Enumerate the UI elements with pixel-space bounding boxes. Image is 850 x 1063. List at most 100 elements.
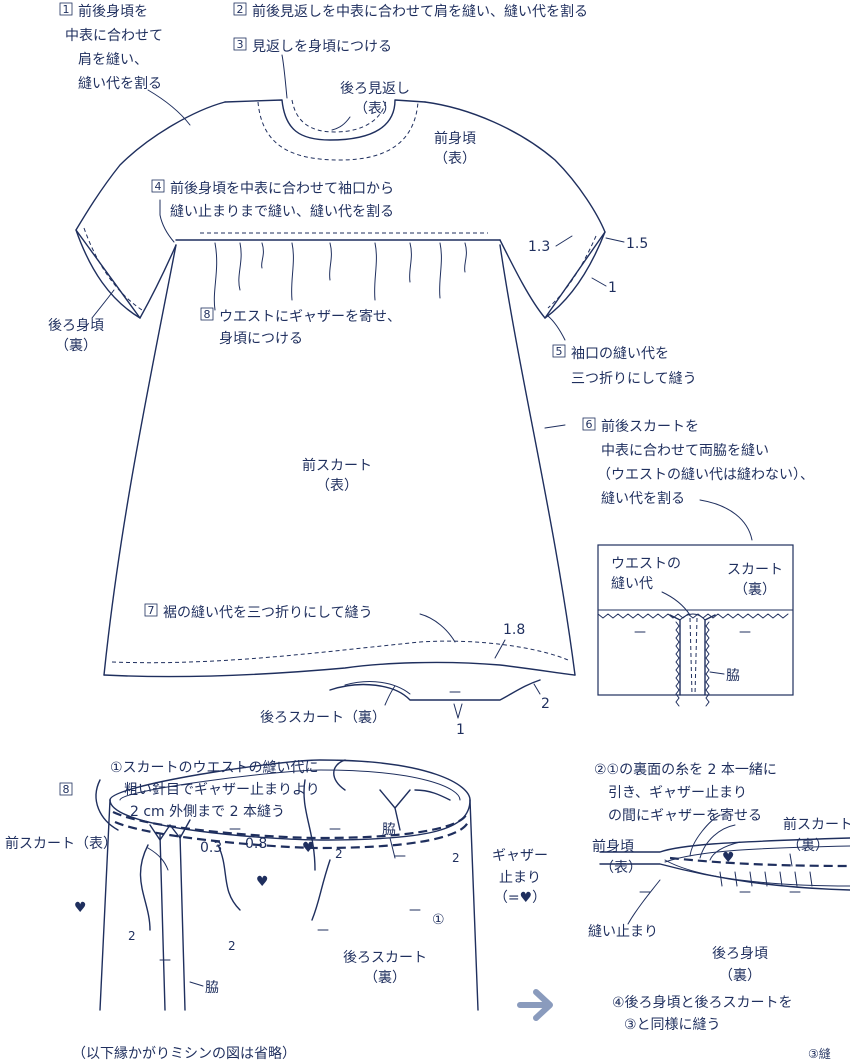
- svg-text:肩を縫い、: 肩を縫い、: [78, 52, 148, 68]
- svg-text:（表）: （表）: [600, 860, 642, 876]
- hem-dimensions: 1.8 2 1: [453, 622, 550, 738]
- svg-text:4: 4: [155, 180, 162, 193]
- svg-text:♥: ♥: [256, 874, 269, 890]
- gathered-waist-illustration: [599, 814, 850, 893]
- svg-text:ウエストにギャザーを寄せ、: ウエストにギャザーを寄せ、: [219, 308, 401, 325]
- svg-text:（裏）: （裏）: [55, 337, 97, 354]
- svg-text:（表）: （表）: [354, 101, 396, 117]
- svg-text:脇: 脇: [205, 980, 219, 996]
- back-bodice-label: 後ろ身頃 （裏）: [48, 289, 115, 354]
- svg-text:後ろ身頃: 後ろ身頃: [48, 318, 104, 334]
- svg-text:前身頃: 前身頃: [434, 130, 476, 147]
- svg-text:③と同様に縫う: ③と同様に縫う: [624, 1017, 721, 1033]
- svg-text:前スカート: 前スカート: [783, 816, 850, 833]
- sleeve-dimensions: 1.3 1.5 1: [528, 235, 648, 296]
- svg-text:8: 8: [204, 308, 211, 321]
- svg-text:②①の裏面の糸を 2 本一緒に: ②①の裏面の糸を 2 本一緒に: [594, 761, 777, 778]
- svg-text:裾の縫い代を三つ折りにして縫う: 裾の縫い代を三つ折りにして縫う: [163, 605, 373, 621]
- svg-text:前後見返しを中表に合わせて肩を縫い、縫い代を割る: 前後見返しを中表に合わせて肩を縫い、縫い代を割る: [252, 3, 588, 20]
- svg-text:0.3: 0.3: [200, 840, 222, 856]
- svg-text:止まり: 止まり: [499, 870, 541, 886]
- svg-text:身頃につける: 身頃につける: [219, 331, 303, 347]
- svg-text:（以下縁かがりミシンの図は省略）: （以下縁かがりミシンの図は省略）: [72, 1046, 296, 1062]
- svg-text:後ろスカート（裏）: 後ろスカート（裏）: [260, 709, 386, 726]
- front-bodice-label: 前身頃 （表）: [434, 130, 476, 167]
- step-8-skirt-labels: 前スカート（表） 0.3 0.8 脇 2 2 ギャザー 止まり （=♥） 2 2…: [5, 822, 548, 1062]
- svg-text:前後身頃を: 前後身頃を: [78, 3, 148, 20]
- step-6-label: 6 前後スカートを 中表に合わせて両脇を縫い （ウエストの縫い代は縫わない）、 …: [544, 417, 814, 541]
- step-8-right-labels: 前スカート （裏） 前身頃 （表） 縫い止まり 後ろ身頃 （裏） ④後ろ身頃と後…: [588, 816, 850, 1061]
- svg-text:引き、ギャザー止まり: 引き、ギャザー止まり: [608, 785, 747, 801]
- svg-text:5: 5: [556, 345, 563, 358]
- svg-text:中表に合わせて両脇を縫い: 中表に合わせて両脇を縫い: [601, 443, 769, 459]
- svg-text:♥: ♥: [302, 840, 315, 856]
- svg-text:（表）: （表）: [434, 151, 476, 167]
- back-facing-label: 後ろ見返し （表）: [331, 81, 410, 131]
- step-3-label: 3 見返しを身頃につける: [233, 37, 392, 99]
- svg-text:（裏）: （裏）: [719, 967, 761, 984]
- step-7-label: 7 裾の縫い代を三つ折りにして縫う: [144, 603, 456, 643]
- step-4-label: 4 前後身頃を中表に合わせて袖口から 縫い止まりまで縫い、縫い代を割る: [151, 179, 394, 243]
- svg-text:前身頃: 前身頃: [592, 838, 634, 855]
- svg-text:（裏）: （裏）: [787, 837, 829, 854]
- svg-text:1.3: 1.3: [528, 239, 550, 255]
- svg-text:（=♥）: （=♥）: [494, 890, 546, 906]
- svg-text:縫い代: 縫い代: [611, 576, 653, 592]
- svg-text:の間にギャザーを寄せる: の間にギャザーを寄せる: [608, 807, 762, 824]
- step-8-label: 8 ウエストにギャザーを寄せ、 身頃につける: [200, 307, 401, 347]
- svg-text:後ろ身頃: 後ろ身頃: [712, 946, 768, 962]
- svg-text:6: 6: [586, 418, 593, 431]
- svg-text:8: 8: [63, 783, 70, 796]
- svg-text:2: 2: [237, 3, 244, 16]
- svg-text:前後スカートを: 前後スカートを: [601, 418, 699, 435]
- svg-text:①: ①: [432, 912, 445, 928]
- svg-text:縫い止まり: 縫い止まり: [588, 924, 658, 940]
- svg-text:見返しを身頃につける: 見返しを身頃につける: [252, 39, 392, 55]
- svg-text:後ろスカート: 後ろスカート: [343, 950, 427, 966]
- svg-text:2: 2: [541, 696, 550, 712]
- back-skirt-bottom-label: 後ろスカート（裏）: [260, 685, 396, 726]
- svg-text:ギャザー: ギャザー: [492, 848, 548, 864]
- skirt-waist-illustration: [95, 759, 479, 1011]
- svg-text:スカート: スカート: [727, 562, 783, 578]
- svg-text:（表）: （表）: [316, 478, 358, 494]
- svg-text:ウエストの: ウエストの: [611, 556, 681, 572]
- svg-text:1: 1: [608, 280, 617, 296]
- svg-text:縫い代を割る: 縫い代を割る: [78, 75, 162, 92]
- svg-text:1: 1: [63, 3, 70, 16]
- svg-text:縫い止まりまで縫い、縫い代を割る: 縫い止まりまで縫い、縫い代を割る: [170, 203, 394, 220]
- step-8-instruction-1: ①スカートのウエストの縫い代に 粗い針目でギャザー止まりより 2 cm 外側まで…: [110, 760, 320, 820]
- svg-text:1.5: 1.5: [626, 236, 648, 252]
- svg-text:前後身頃を中表に合わせて袖口から: 前後身頃を中表に合わせて袖口から: [170, 180, 394, 197]
- svg-text:♥: ♥: [74, 900, 87, 916]
- step-2-label: 2 前後見返しを中表に合わせて肩を縫い、縫い代を割る: [233, 2, 588, 20]
- front-skirt-label: 前スカート （表）: [302, 457, 372, 494]
- svg-text:2 cm 外側まで 2 本縫う: 2 cm 外側まで 2 本縫う: [130, 804, 285, 820]
- svg-text:2: 2: [128, 929, 136, 943]
- svg-text:7: 7: [148, 604, 155, 617]
- step-8-detail-label: 8: [59, 782, 73, 796]
- step-8-instruction-2: ②①の裏面の糸を 2 本一緒に 引き、ギャザー止まり の間にギャザーを寄せる: [594, 761, 777, 824]
- svg-text:0.8: 0.8: [245, 836, 267, 852]
- svg-text:（ウエストの縫い代は縫わない）、: （ウエストの縫い代は縫わない）、: [597, 467, 814, 483]
- arrow-right-icon: [517, 989, 553, 1021]
- step-5-label: 5 袖口の縫い代を 三つ折りにして縫う: [547, 315, 697, 387]
- svg-text:3: 3: [237, 38, 244, 51]
- svg-text:2: 2: [452, 851, 460, 865]
- svg-text:袖口の縫い代を: 袖口の縫い代を: [571, 346, 669, 362]
- svg-text:脇: 脇: [382, 822, 396, 838]
- svg-text:脇: 脇: [726, 668, 740, 684]
- svg-text:前スカート（表）: 前スカート（表）: [5, 835, 117, 852]
- svg-text:2: 2: [228, 939, 236, 953]
- svg-text:2: 2: [335, 847, 343, 861]
- svg-text:三つ折りにして縫う: 三つ折りにして縫う: [571, 371, 697, 387]
- heart-markers: ♥ ♥ ♥ ♥: [74, 840, 735, 916]
- svg-text:後ろ見返し: 後ろ見返し: [340, 81, 410, 97]
- svg-text:（裏）: （裏）: [734, 581, 776, 598]
- svg-text:中表に合わせて: 中表に合わせて: [65, 28, 163, 44]
- svg-text:1.8: 1.8: [503, 622, 525, 638]
- svg-text:（裏）: （裏）: [364, 969, 406, 986]
- svg-text:③縫: ③縫: [808, 1046, 831, 1061]
- side-seam-inset: ウエストの 縫い代 スカート （裏） 脇: [597, 544, 794, 707]
